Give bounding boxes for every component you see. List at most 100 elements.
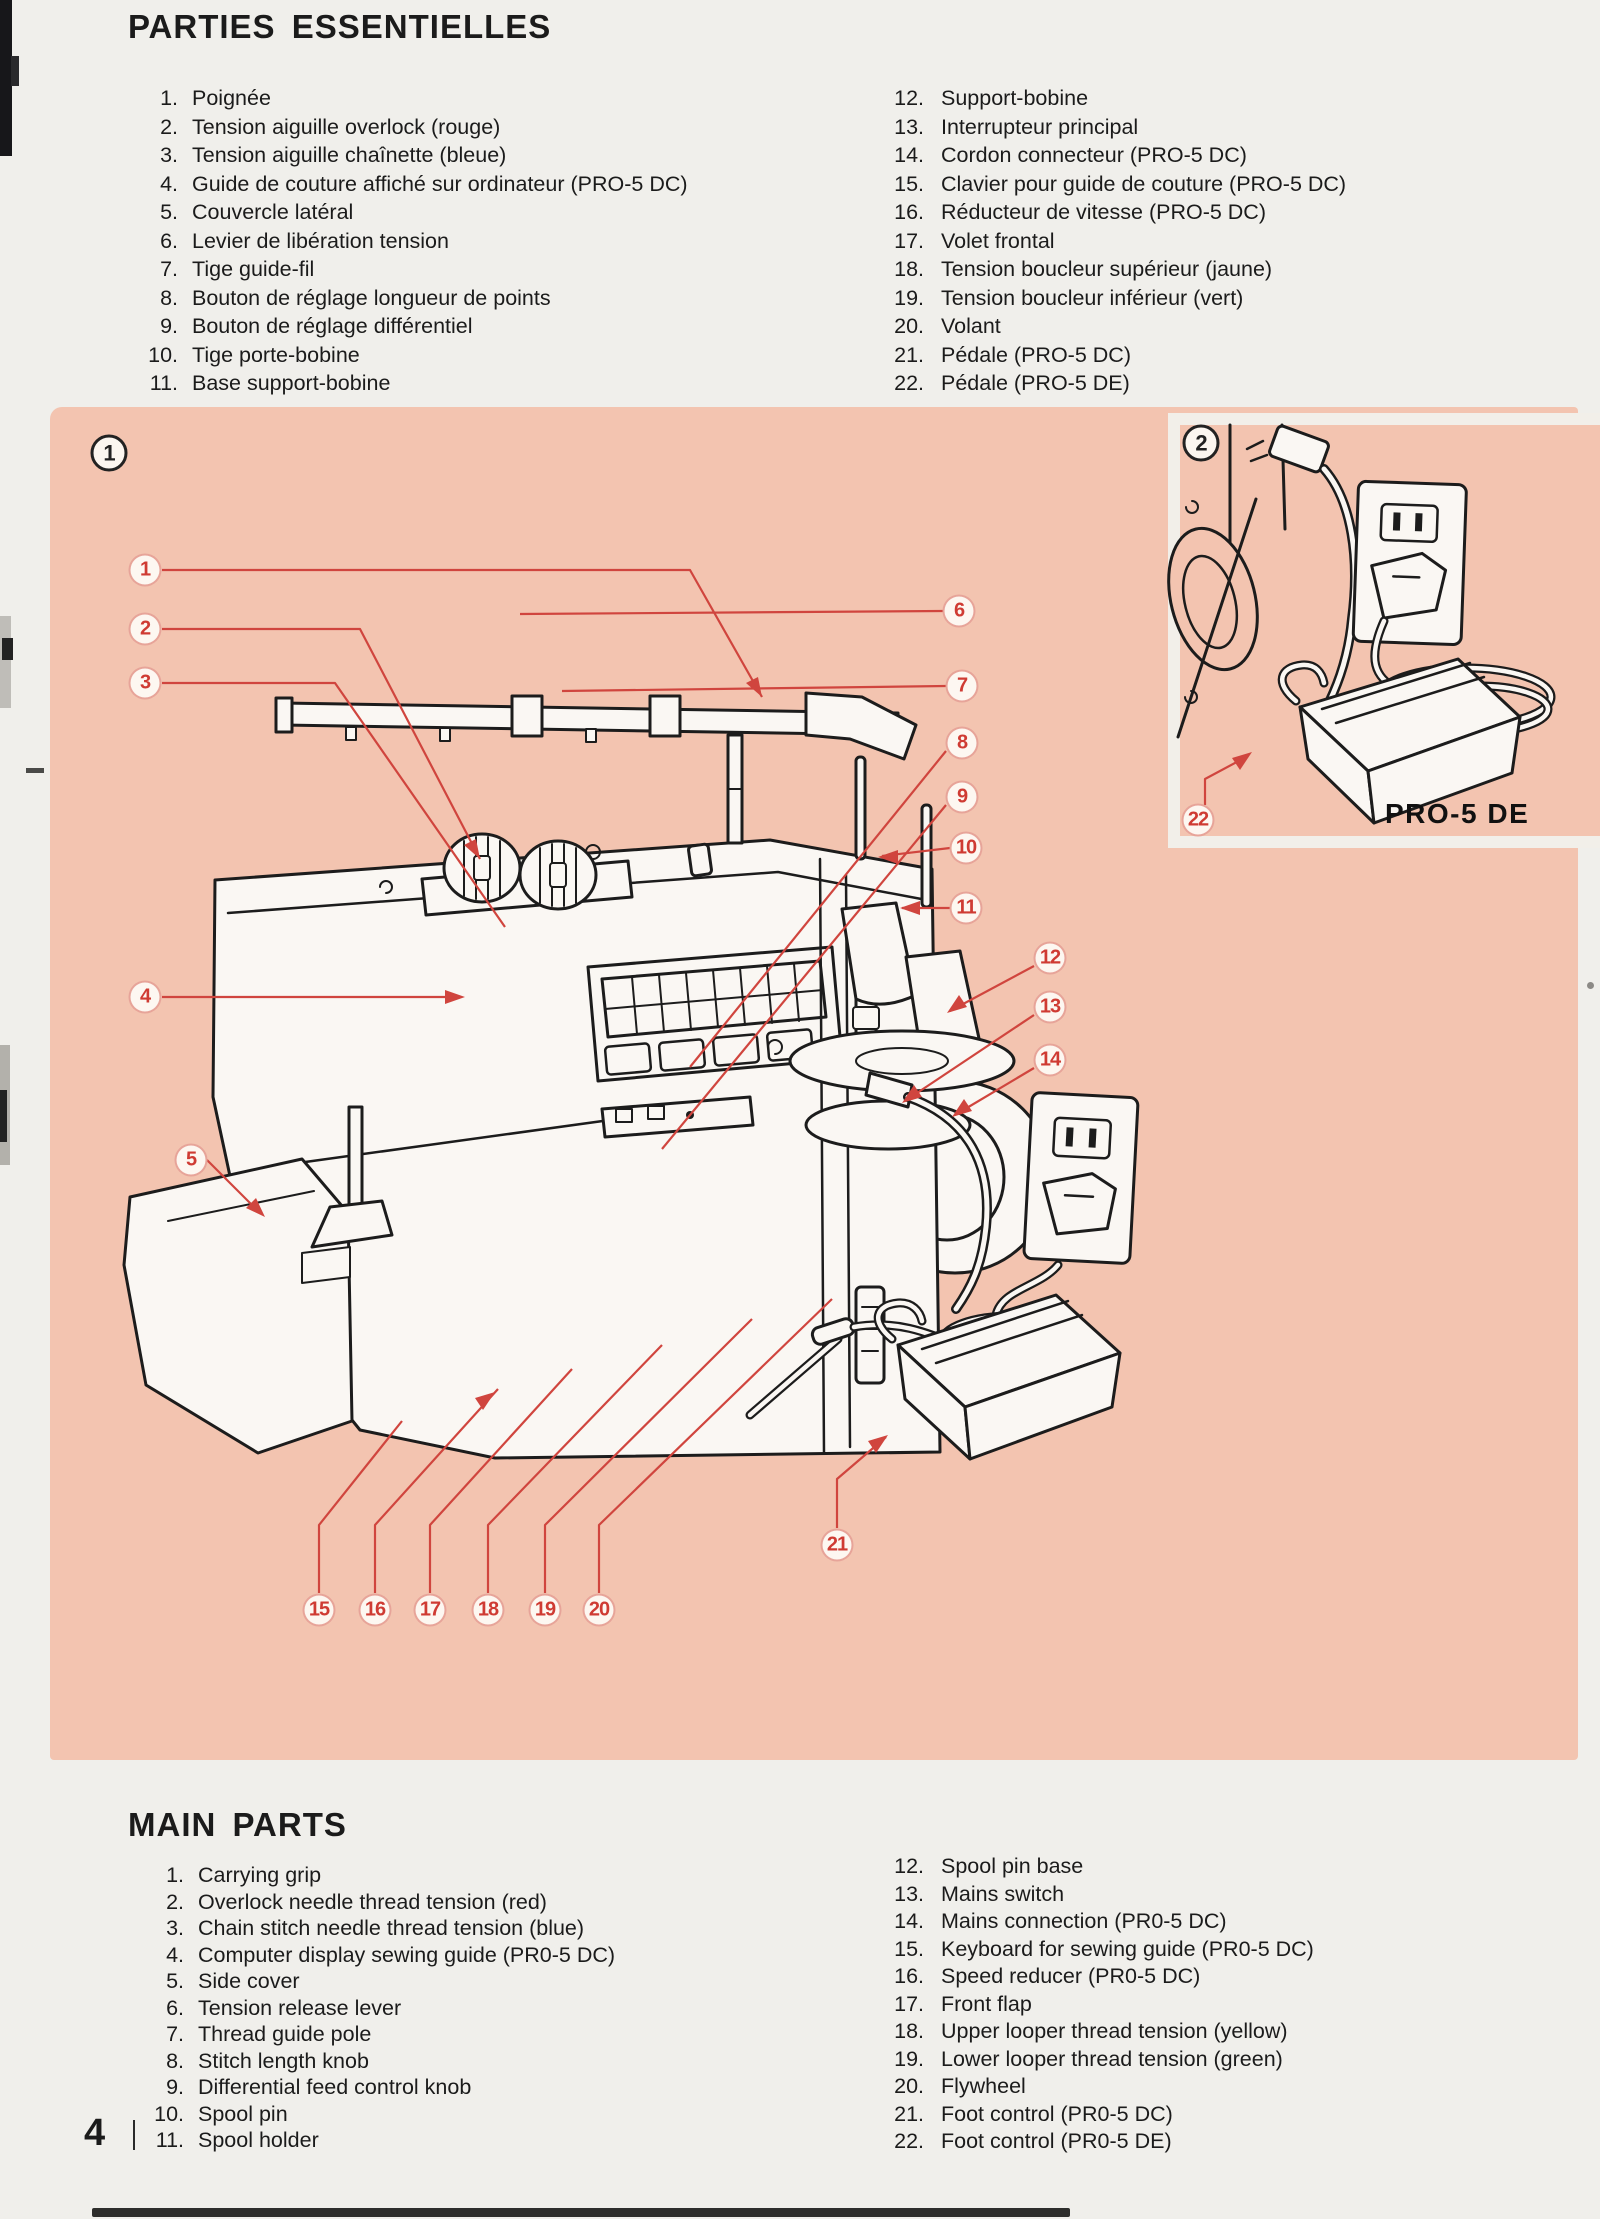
scan-artifact	[133, 2120, 135, 2150]
item-label: Tension aiguille overlock (rouge)	[192, 114, 501, 139]
item-number: 7.	[166, 2022, 184, 2046]
item-label: Réducteur de vitesse (PRO-5 DC)	[941, 200, 1266, 224]
item-number: 7.	[160, 257, 178, 281]
scan-artifact	[0, 0, 12, 156]
scan-artifact	[1587, 982, 1594, 989]
item-number: 5.	[160, 200, 178, 224]
callout-14: 14	[1033, 1043, 1067, 1077]
item-label: Chain stitch needle thread tension (blue…	[198, 1916, 585, 1940]
item-number: 17.	[894, 228, 924, 253]
item-number: 3.	[166, 1916, 184, 1940]
list-item: 6.Tension release lever	[132, 1995, 615, 2022]
item-number: 14.	[894, 1909, 924, 1933]
callout-9: 9	[945, 780, 979, 814]
inset-model-label: PRO-5 DE	[1385, 798, 1530, 829]
item-label: Side cover	[198, 1969, 300, 1993]
item-number: 18.	[894, 257, 924, 281]
item-number: 6.	[160, 228, 178, 253]
list-item: 19.Lower looper thread tension (green)	[872, 2046, 1314, 2074]
item-number: 22.	[894, 2129, 924, 2153]
item-number: 4.	[166, 1942, 184, 1967]
item-label: Tension boucleur inférieur (vert)	[941, 285, 1244, 310]
callout-21: 21	[820, 1528, 854, 1562]
item-label: Mains connection (PR0-5 DC)	[941, 1909, 1227, 1933]
item-label: Pédale (PRO-5 DE)	[941, 371, 1130, 395]
list-item: 18.Upper looper thread tension (yellow)	[872, 2018, 1314, 2046]
list-item: 10.Tige porte-bobine	[126, 341, 688, 370]
item-number: 2.	[166, 1889, 184, 1914]
list-item: 19.Tension boucleur inférieur (vert)	[872, 284, 1346, 313]
item-number: 12.	[894, 86, 924, 110]
list-item: 4.Guide de couture affiché sur ordinateu…	[126, 170, 688, 199]
parts-diagram: 1 2 1 2 3 4 5 6 7 8 9 10 11 12 13 14 15 …	[50, 407, 1600, 1760]
item-label: Guide de couture affiché sur ordinateur …	[192, 171, 688, 196]
french-section-title: PARTIES ESSENTIELLES	[128, 8, 552, 45]
list-item: 3. Chain stitch needle thread tension (bl…	[132, 1915, 615, 1942]
list-item: 9.Bouton de réglage différentiel	[126, 312, 688, 341]
item-label: Front flap	[941, 1991, 1032, 2016]
item-number: 21.	[894, 342, 924, 367]
callout-10: 10	[949, 831, 983, 865]
figure-label-2: 2	[1182, 424, 1220, 462]
list-item: 21.Pédale (PRO-5 DC)	[872, 341, 1346, 370]
item-label: Spool holder	[198, 2128, 319, 2152]
callout-15: 15	[302, 1593, 336, 1627]
item-label: Poignée	[192, 86, 271, 110]
callout-8: 8	[945, 726, 979, 760]
callout-13: 13	[1033, 990, 1067, 1024]
item-number: 8.	[160, 285, 178, 310]
item-number: 17.	[894, 1991, 924, 2016]
list-item: 1.Carrying grip	[132, 1862, 615, 1889]
item-number: 8.	[166, 2048, 184, 2073]
item-label: Flywheel	[941, 2074, 1026, 2098]
list-item: 11.Base support-bobine	[126, 369, 688, 398]
callout-2: 2	[128, 612, 162, 646]
list-item: 13.Interrupteur principal	[872, 113, 1346, 142]
item-label: Carrying grip	[198, 1863, 322, 1887]
list-item: 12.Spool pin base	[872, 1853, 1314, 1881]
list-item: 10. Spool pin	[132, 2101, 615, 2128]
scan-artifact	[0, 1090, 7, 1142]
item-number: 22.	[894, 371, 924, 395]
scan-artifact	[2, 638, 13, 660]
list-item: 14. Mains connection (PR0-5 DC)	[872, 1908, 1314, 1936]
list-item: 18.Tension boucleur supérieur (jaune)	[872, 255, 1346, 284]
list-item: 1.Poignée	[126, 84, 688, 113]
item-label: Spool pin	[198, 2101, 288, 2126]
item-label: Bouton de réglage longueur de points	[192, 285, 551, 310]
item-number: 11.	[149, 371, 178, 395]
scan-artifact	[26, 768, 44, 773]
list-item: 12.Support-bobine	[872, 84, 1346, 113]
list-item: 9.Differential feed control knob	[132, 2074, 615, 2101]
item-label: Foot control (PR0-5 DE)	[941, 2129, 1172, 2153]
item-number: 10.	[154, 2101, 184, 2126]
list-item: 2. Tension aiguille overlock (rouge)	[126, 113, 688, 142]
item-number: 13.	[894, 1881, 924, 1906]
item-number: 2.	[160, 114, 178, 139]
item-number: 14.	[894, 143, 924, 167]
list-item: 13.Mains switch	[872, 1881, 1314, 1909]
item-label: Keyboard for sewing guide (PR0-5 DC)	[941, 1936, 1314, 1961]
item-number: 6.	[166, 1995, 184, 2020]
item-number: 20.	[894, 2074, 924, 2098]
inset-art	[1167, 423, 1556, 825]
scan-artifact	[0, 616, 11, 708]
item-number: 10.	[148, 342, 178, 367]
list-item: 14.Cordon connecteur (PRO-5 DC)	[872, 141, 1346, 170]
callout-17: 17	[413, 1593, 447, 1627]
item-label: Levier de libération tension	[192, 228, 449, 253]
callout-20: 20	[582, 1593, 616, 1627]
item-number: 3.	[160, 143, 178, 167]
list-item: 21.Foot control (PR0-5 DC)	[872, 2101, 1314, 2129]
item-label: Computer display sewing guide (PR0-5 DC)	[198, 1942, 616, 1967]
list-item: 16.Réducteur de vitesse (PRO-5 DC)	[872, 198, 1346, 227]
list-item: 22. Pédale (PRO-5 DE)	[872, 369, 1346, 398]
item-number: 11.	[155, 2128, 184, 2152]
item-number: 9.	[160, 314, 178, 338]
item-label: Tige guide-fil	[192, 257, 315, 281]
item-number: 12.	[894, 1854, 924, 1878]
list-item: 20. Flywheel	[872, 2073, 1314, 2101]
